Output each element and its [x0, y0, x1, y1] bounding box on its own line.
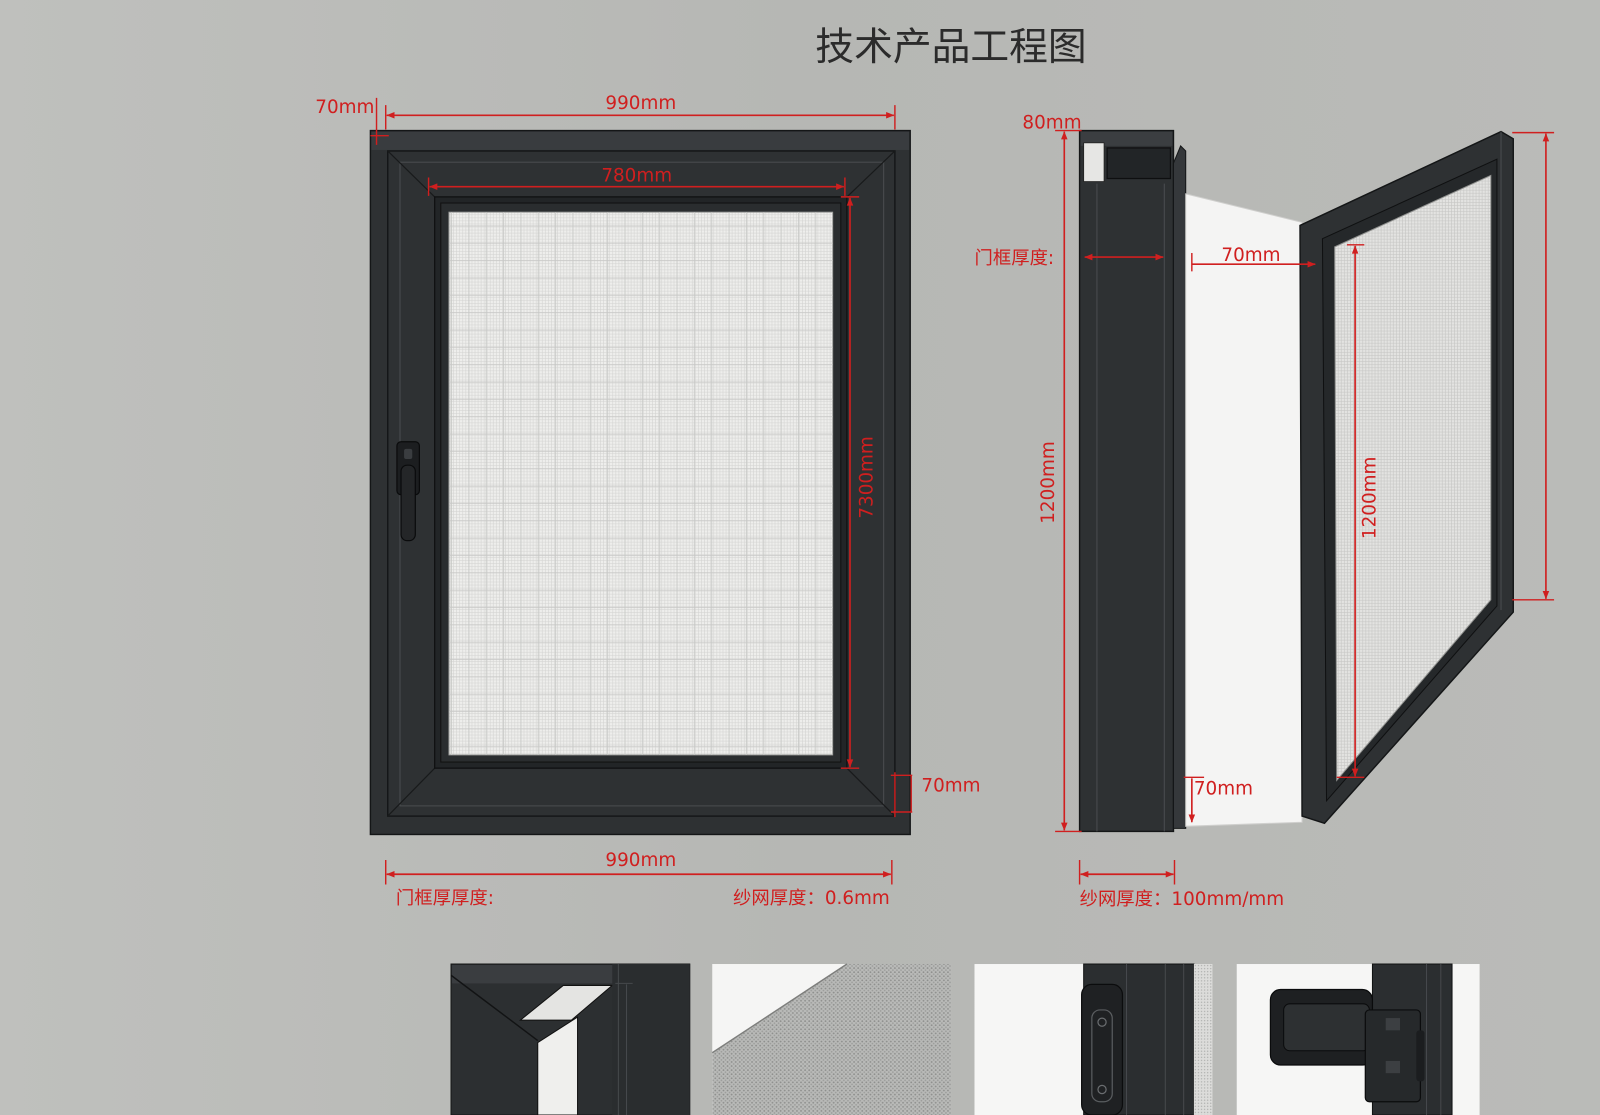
front-view: 70mm 990mm 780mm 7300mm 70mm 990mm 门框厚厚度…	[315, 93, 980, 909]
front-inner-width-label: 780mm	[601, 166, 672, 187]
open-gap-panel	[1185, 193, 1303, 827]
dimension-ticks-side-depth	[1078, 859, 1176, 885]
detail-mesh-closeup	[711, 963, 952, 1115]
frame-profile-top-cap	[1080, 131, 1173, 146]
frame-profile-strip	[1172, 144, 1187, 829]
front-window-frame	[369, 129, 911, 836]
side-sash-height-label: 1200mm	[1360, 457, 1381, 539]
front-top-width-label: 990mm	[605, 93, 676, 114]
detail-handle	[1236, 963, 1480, 1115]
side-bottom-offset-label: 70mm	[1194, 779, 1253, 800]
dimension-ticks-total-height	[1055, 129, 1082, 833]
dimension-ticks-sash-outer-height	[1512, 131, 1555, 601]
miter-top-left	[387, 150, 436, 198]
window-handle-icon	[396, 441, 420, 542]
frame-profile-top-block	[1106, 147, 1172, 180]
dimension-ticks-inner-width	[427, 177, 846, 196]
detail-views	[450, 963, 1480, 1115]
dimension-ticks-inner-height	[840, 196, 860, 769]
side-frame-thickness-label: 门框厚度:	[974, 248, 1054, 269]
miter-top-right	[846, 150, 896, 198]
front-top-left-offset-label: 70mm	[315, 97, 374, 118]
page-title: 技术产品工程图	[815, 25, 1086, 70]
handle-lever-icon	[1269, 988, 1374, 1066]
dimension-bracket-bottom-right	[890, 772, 913, 818]
side-top-depth-label: 80mm	[1022, 113, 1081, 134]
frame-profile-notch	[1083, 142, 1105, 182]
detail-latch	[974, 963, 1213, 1115]
side-sash-width-label: 70mm	[1221, 245, 1280, 266]
frame-profile-body	[1078, 129, 1175, 833]
side-view: 80mm 1200mm 门框厚度: 70mm 1200mm 70mm 纱网厚度：…	[974, 113, 1555, 910]
latch-icon	[1081, 983, 1124, 1115]
side-total-height-label: 1200mm	[1038, 441, 1059, 523]
side-mesh-thickness-label: 纱网厚度：100mm/mm	[1080, 889, 1285, 910]
dimension-ticks-sash-height	[1336, 244, 1365, 779]
screen-mesh-grid	[448, 212, 833, 755]
frame-profile	[1078, 129, 1187, 833]
open-sash-mesh	[1334, 174, 1492, 782]
front-mesh-thickness-label: 纱网厚度：0.6mm	[733, 888, 890, 909]
front-dimensions: 70mm 990mm 780mm 7300mm 70mm 990mm 门框厚厚度…	[315, 93, 980, 909]
front-frame-thickness-label: 门框厚厚度:	[396, 888, 494, 909]
dimension-tick-top-left	[370, 97, 389, 145]
outer-frame-top-rail	[371, 131, 910, 150]
detail-corner-joint	[450, 963, 691, 1115]
dimension-ticks-bottom-width	[385, 859, 893, 885]
miter-bottom-right	[846, 767, 896, 817]
hinge-block-icon	[1364, 1009, 1425, 1103]
front-inner-height-label: 7300mm	[856, 436, 877, 518]
miter-bottom-left	[387, 767, 436, 817]
side-dimensions: 80mm 1200mm 门框厚度: 70mm 1200mm 70mm 纱网厚度：…	[974, 113, 1555, 910]
dimension-ticks-top-width	[385, 105, 896, 130]
front-bottom-width-label: 990mm	[605, 850, 676, 871]
front-bottom-right-offset-label: 70mm	[921, 776, 980, 797]
